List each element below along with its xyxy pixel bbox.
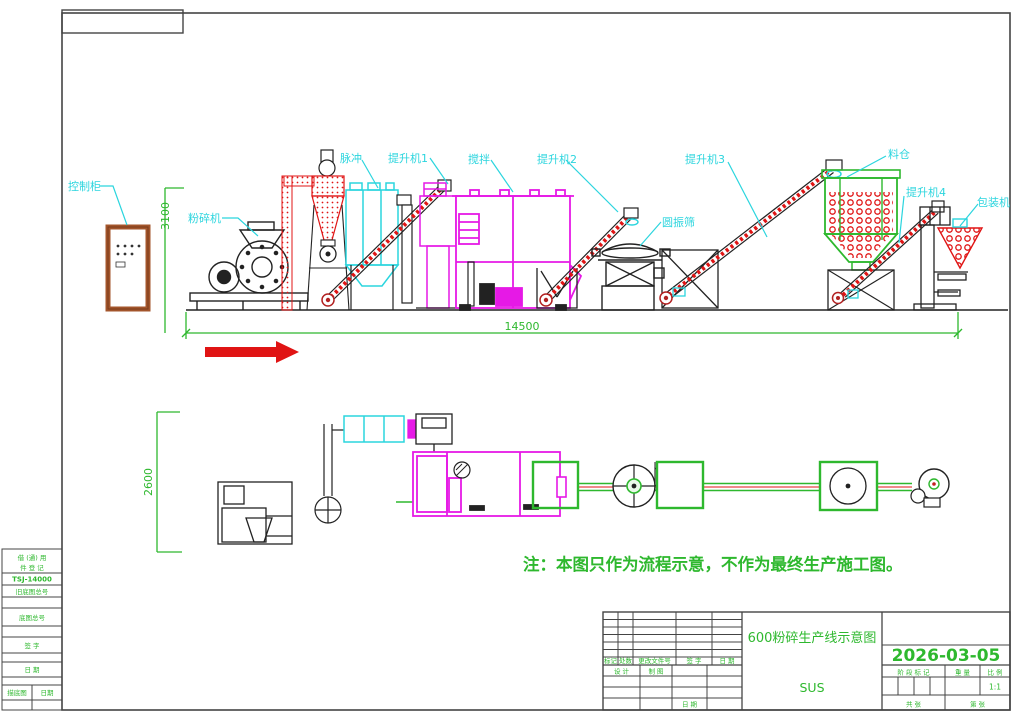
title-block [602, 611, 1011, 711]
side-column-labels: 借 (通) 用 件 登 记 TSJ-14000 旧底图总号 底图总号 签 字 日… [7, 553, 54, 697]
drawing-title: 600粉碎生产线示意图 [748, 630, 877, 646]
side-column [1, 548, 63, 711]
side-label: 签 字 [24, 641, 40, 650]
side-label: 件 登 记 [20, 563, 44, 572]
label-elevator4: 提升机4 [906, 185, 946, 199]
scale-label: 比 例 [987, 668, 1002, 677]
label-elevator3: 提升机3 [685, 152, 725, 166]
date-row-label: 日 期 [682, 701, 698, 709]
plan-motor [407, 413, 453, 452]
control-cabinet [105, 224, 151, 312]
storage-silo [821, 169, 901, 311]
dim-text-3100: 3100 [159, 202, 172, 230]
duct-elbow [396, 194, 412, 206]
screw-conveyor-1 [321, 179, 452, 307]
drawing-frame [61, 9, 1011, 711]
rev-header-docno: 更改文件号 [638, 656, 671, 665]
rev-header-count: 处数 [619, 656, 633, 665]
top-left-box [61, 9, 184, 34]
cyclone-fan [318, 159, 336, 177]
label-elevator2: 提升机2 [537, 152, 577, 166]
title-block-text: 标记 处数 更改文件号 签 字 日 期 设 计 制 图 日 期 600粉碎生产线… [604, 630, 1003, 709]
label-mixer: 搅拌 [468, 152, 490, 166]
drawing-date: 2026-03-05 [892, 646, 1001, 666]
plan-dust-collector [343, 415, 405, 443]
design-label: 设 计 [614, 667, 630, 676]
rev-header-date: 日 期 [719, 657, 735, 665]
dim-text-2600: 2600 [142, 468, 155, 496]
dim-text-14500: 14500 [505, 320, 540, 333]
stage-label: 阶 段 标 记 [897, 668, 930, 677]
plan-station-2 [655, 460, 705, 510]
scale-value: 1:1 [989, 683, 1001, 692]
side-label: 底图总号 [19, 613, 46, 622]
side-label: 描底图 [7, 688, 27, 697]
callout-leaders [100, 155, 979, 247]
side-label: 日 期 [24, 666, 40, 674]
plan-station-1 [531, 460, 580, 510]
label-pulse: 脉冲 [340, 151, 362, 165]
side-label: 日期 [41, 689, 55, 697]
plan-crusher [217, 481, 293, 545]
cyclone-and-pipe [281, 149, 350, 311]
label-control-cabinet: 控制柜 [68, 179, 101, 193]
label-silo: 料仓 [888, 147, 910, 161]
flow-direction-arrow [205, 341, 299, 363]
side-label: 旧底图总号 [16, 587, 49, 596]
rev-header-mark: 标记 [604, 656, 618, 665]
draft-label: 制 图 [648, 667, 663, 676]
plan-mixer [412, 451, 561, 517]
note-text: 注：本图只作为流程示意，不作为最终生产施工图。 [523, 554, 903, 574]
sheet-number: 第 张 [970, 700, 986, 709]
rev-header-sign: 签 字 [686, 656, 702, 665]
label-screen: 圆振筛 [662, 215, 695, 229]
pulse-dust-collector [344, 182, 413, 310]
weight-label: 重 量 [955, 669, 971, 677]
side-doc-number: TSJ-14000 [12, 576, 52, 584]
callout-labels: 控制柜 粉碎机 脉冲 提升机1 搅拌 提升机2 圆振筛 提升机3 料仓 提升机4… [68, 147, 1010, 229]
material-text: SUS [799, 680, 824, 695]
screw-conveyor-2 [539, 207, 639, 307]
label-packer: 包装机 [977, 195, 1010, 209]
screw-conveyor-3 [659, 159, 843, 305]
plan-packer [910, 468, 950, 508]
ribbon-mixer [452, 189, 583, 311]
plan-station-3 [818, 460, 879, 512]
label-elevator1: 提升机1 [388, 151, 428, 165]
sheets-total: 共 张 [906, 700, 922, 709]
dimension-14500 [181, 312, 963, 339]
packing-machine [913, 206, 984, 311]
dimension-2600 [156, 411, 182, 553]
plan-duct-and-fan [314, 424, 344, 524]
dimension-3100 [164, 187, 184, 333]
duct-down [401, 204, 413, 304]
vibrating-screen [591, 243, 671, 311]
side-label: 借 (通) 用 [18, 553, 47, 562]
label-crusher: 粉碎机 [188, 211, 221, 225]
